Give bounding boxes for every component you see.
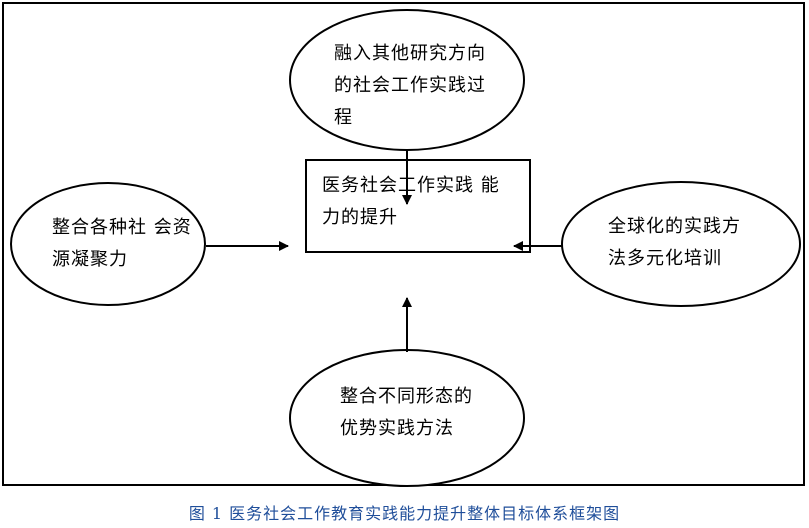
center-box (305, 159, 531, 253)
right-ellipse-text: 全球化的实践方法多元化培训 (608, 216, 741, 269)
center-box-text: 医务社会工作实践 能力的提升 (322, 175, 500, 228)
left-ellipse-text: 整合各种社 会资源凝聚力 (52, 217, 192, 270)
bottom-ellipse-text: 整合不同形态的优势实践方法 (340, 386, 473, 439)
figure-caption: 图 1 医务社会工作教育实践能力提升整体目标体系框架图 (188, 504, 621, 523)
right-ellipse (561, 181, 801, 307)
left-ellipse (10, 182, 206, 306)
top-ellipse-text: 融入其他研究方向的社会工作实践过程 (334, 43, 486, 128)
